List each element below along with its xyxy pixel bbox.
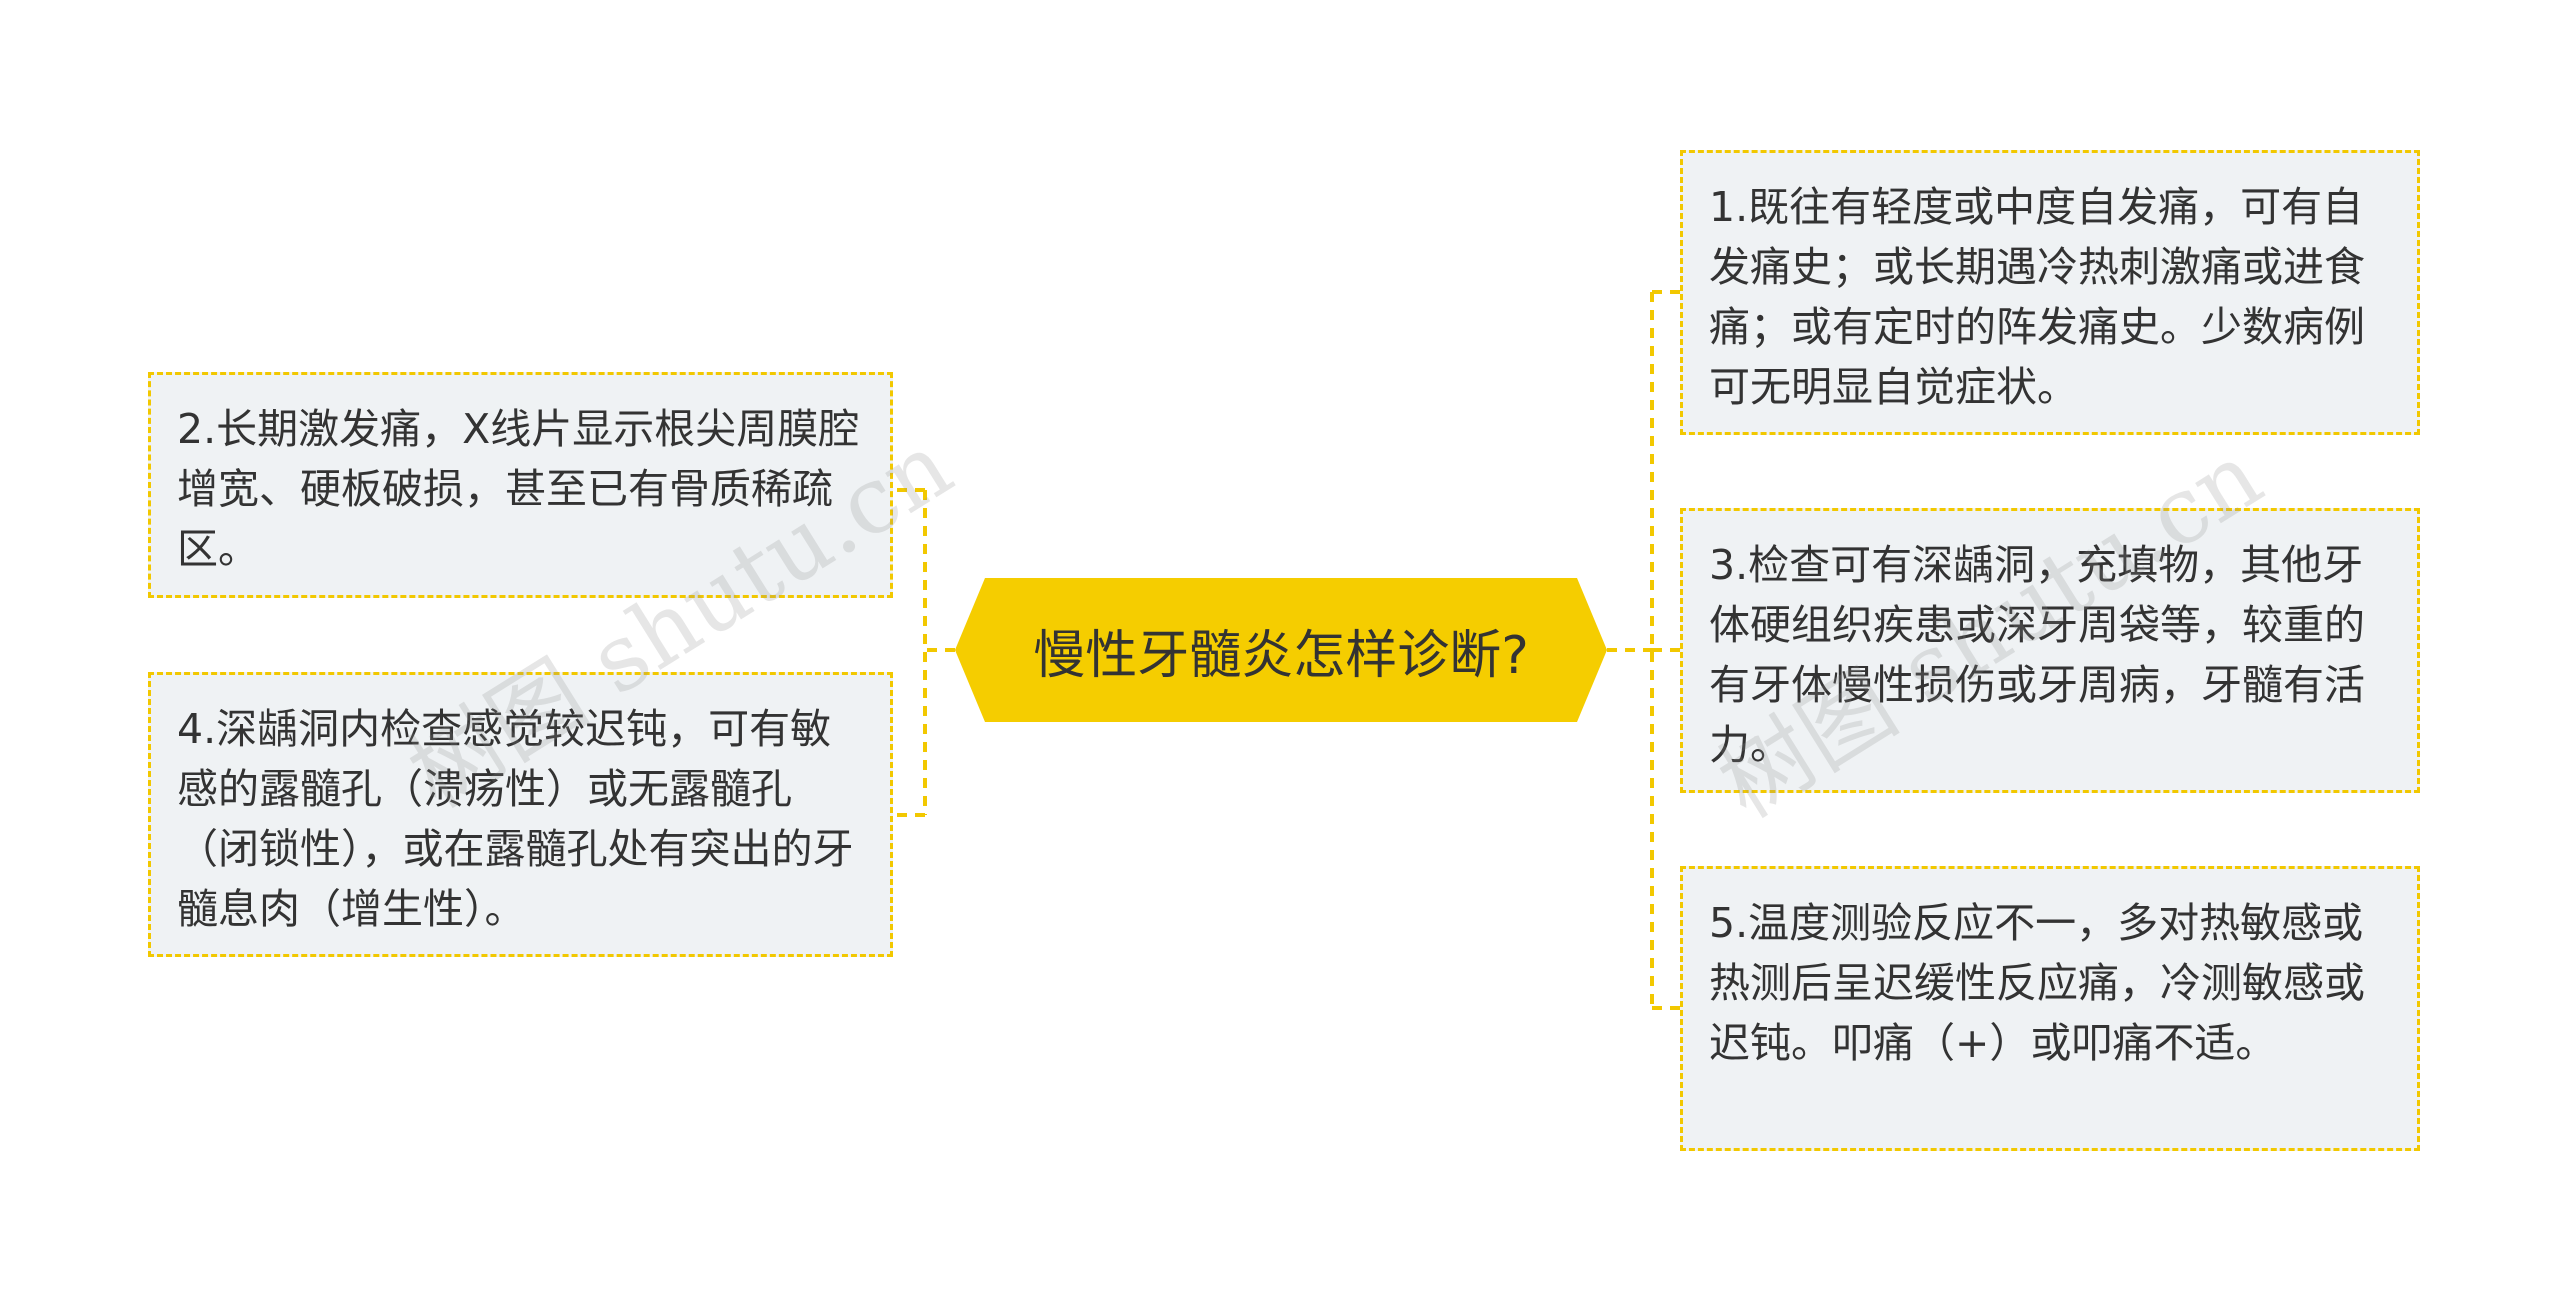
topic-node-5-text: 5.温度测验反应不一，多对热敏感或热测后呈迟缓性反应痛，冷测敏感或迟钝。叩痛（+… [1709,899,2365,1067]
topic-node-1[interactable]: 1.既往有轻度或中度自发痛，可有自发痛史；或长期遇冷热刺激痛或进食痛；或有定时的… [1680,150,2420,435]
topic-node-3[interactable]: 3.检查可有深龋洞，充填物，其他牙体硬组织疾患或深牙周袋等，较重的有牙体慢性损伤… [1680,508,2420,793]
topic-node-2[interactable]: 2.长期激发痛，X线片显示根尖周膜腔增宽、硬板破损，甚至已有骨质稀疏区。 [148,372,893,598]
central-topic-label: 慢性牙髓炎怎样诊断? [1033,625,1529,686]
central-topic-shape [955,578,1607,722]
topic-node-2-text: 2.长期激发痛，X线片显示根尖周膜腔增宽、硬板破损，甚至已有骨质稀疏区。 [177,405,860,573]
central-topic[interactable]: 慢性牙髓炎怎样诊断? [955,578,1607,722]
topic-node-3-text: 3.检查可有深龋洞，充填物，其他牙体硬组织疾患或深牙周袋等，较重的有牙体慢性损伤… [1709,541,2365,769]
topic-node-4-text: 4.深龋洞内检查感觉较迟钝，可有敏感的露髓孔（溃疡性）或无露髓孔（闭锁性），或在… [177,705,854,933]
topic-node-1-text: 1.既往有轻度或中度自发痛，可有自发痛史；或长期遇冷热刺激痛或进食痛；或有定时的… [1709,183,2365,411]
topic-node-5[interactable]: 5.温度测验反应不一，多对热敏感或热测后呈迟缓性反应痛，冷测敏感或迟钝。叩痛（+… [1680,866,2420,1151]
topic-node-4[interactable]: 4.深龋洞内检查感觉较迟钝，可有敏感的露髓孔（溃疡性）或无露髓孔（闭锁性），或在… [148,672,893,957]
